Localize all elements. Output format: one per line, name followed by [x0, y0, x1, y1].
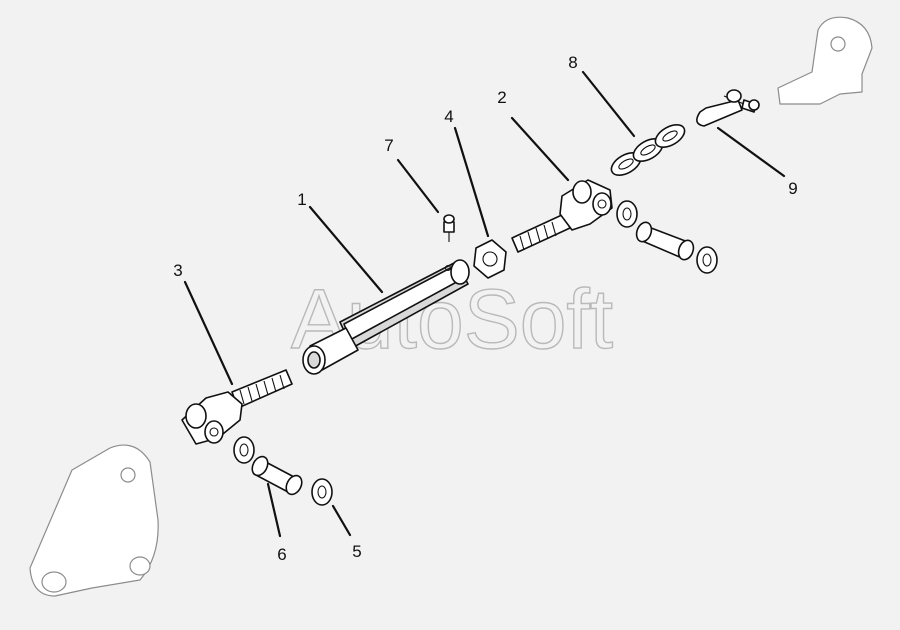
- callout-4: 4: [444, 107, 453, 126]
- callout-9: 9: [788, 179, 797, 198]
- shackle: [696, 89, 760, 127]
- leader-7: [396, 158, 440, 214]
- leader-4: [453, 126, 490, 238]
- callout-1: 1: [297, 190, 306, 209]
- lower-bracket: [29, 444, 159, 597]
- upper-clip-right: [696, 246, 718, 274]
- upper-pin: [635, 221, 695, 261]
- grease-fitting: [443, 214, 455, 242]
- callout-2: 2: [497, 88, 506, 107]
- lower-rod-end: [181, 369, 293, 445]
- leader-5: [331, 504, 352, 537]
- leader-9: [716, 126, 786, 178]
- callout-3: 3: [173, 261, 182, 280]
- lower-clip-left: [233, 436, 255, 464]
- chain: [610, 124, 686, 176]
- upper-clip-left: [616, 200, 638, 228]
- callout-8: 8: [568, 53, 577, 72]
- hex-nut: [473, 239, 507, 279]
- upper-bracket: [777, 16, 873, 105]
- lower-clip-right: [311, 478, 333, 506]
- leader-6: [266, 482, 282, 538]
- turnbuckle-body: [302, 259, 470, 375]
- leader-2: [510, 116, 570, 182]
- leader-1: [308, 205, 384, 294]
- upper-rod-end: [511, 179, 613, 253]
- callout-5: 5: [352, 542, 361, 561]
- callout-6: 6: [277, 545, 286, 564]
- leader-3: [183, 280, 234, 386]
- callout-7: 7: [384, 136, 393, 155]
- leader-8: [581, 70, 636, 138]
- lower-pin: [251, 455, 303, 496]
